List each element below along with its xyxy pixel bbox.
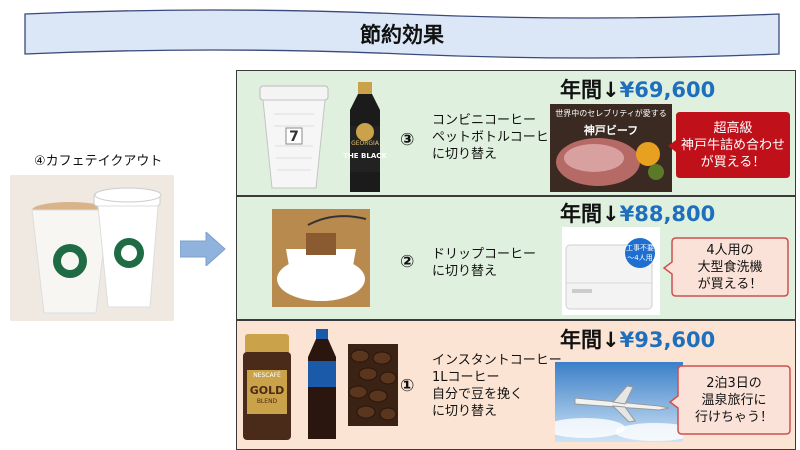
savings-prefix: 年間↓ — [560, 202, 620, 226]
option-description-1: インスタントコーヒー 1Lコーヒー 自分で豆を挽く に切り替え — [432, 353, 562, 419]
airplane-image — [555, 362, 683, 442]
savings-prefix: 年間↓ — [560, 328, 620, 352]
bottle-label: THE BLACK — [343, 152, 387, 160]
option-number-1: ① — [400, 376, 415, 396]
georgia-bottle-image: THE BLACK GEORGIA — [342, 80, 388, 196]
right-arrow-icon — [179, 230, 226, 270]
callout-1: 2泊3日の 温泉旅行に 行けちゃう！ — [668, 362, 792, 438]
callout-text-1: 2泊3日の 温泉旅行に 行けちゃう！ — [694, 375, 773, 425]
dishwasher-image: 工事不要 ～4人用 — [562, 227, 660, 315]
option-number-3: ③ — [400, 130, 415, 150]
option-description-3: コンビニコーヒー ペットボトルコーヒー に切り替え — [432, 113, 562, 162]
jar-brand: NESCAFÉ — [253, 372, 281, 379]
instant-coffee-jar-image: NESCAFÉ GOLD BLEND — [241, 332, 293, 442]
bottle-brand: GEORGIA — [351, 140, 379, 147]
title-banner: 節約効果 — [24, 8, 780, 60]
dishwasher-badge-line-1: 工事不要 — [626, 244, 654, 252]
svg-text:7: 7 — [289, 129, 299, 145]
kobe-beef-image: 世界中のセレブリティが愛する 神戸ビーフ — [550, 104, 672, 192]
convenience-coffee-cup-image: 7 — [258, 84, 330, 192]
dishwasher-badge-line-2: ～4人用 — [627, 254, 653, 262]
coffee-beans-image — [348, 344, 398, 426]
jar-label: GOLD — [249, 384, 285, 397]
savings-1: 年間↓¥93,600 — [560, 324, 715, 354]
liter-coffee-bottle-image — [302, 327, 342, 443]
option-description-2: ドリップコーヒー に切り替え — [432, 247, 537, 279]
callout-2: 4人用の 大型食洗機 が買える！ — [662, 234, 790, 300]
beef-title: 神戸ビーフ — [583, 124, 639, 137]
banner-shape — [24, 9, 780, 59]
takeout-cups-image — [10, 175, 174, 321]
savings-amount: ¥88,800 — [619, 202, 716, 226]
option-number-2: ② — [400, 252, 415, 272]
callout-3: 超高級 神戸牛詰め合わせ が買える！ — [666, 108, 792, 182]
callout-text-2: 4人用の 大型食洗機 が買える！ — [697, 242, 763, 292]
page-title: 節約効果 — [360, 23, 444, 47]
dishwasher-badge: 工事不要 ～4人用 — [625, 243, 655, 263]
savings-3: 年間↓¥69,600 — [560, 74, 715, 104]
savings-amount: ¥93,600 — [619, 328, 716, 352]
savings-amount: ¥69,600 — [619, 78, 716, 102]
beef-caption: 世界中のセレブリティが愛する — [555, 109, 667, 118]
drip-coffee-image — [272, 209, 370, 307]
cafe-takeout-label: ④カフェテイクアウト — [34, 154, 163, 169]
savings-2: 年間↓¥88,800 — [560, 198, 715, 228]
jar-sub: BLEND — [256, 398, 278, 405]
savings-prefix: 年間↓ — [560, 78, 620, 102]
callout-text-3: 超高級 神戸牛詰め合わせ が買える！ — [680, 120, 785, 170]
